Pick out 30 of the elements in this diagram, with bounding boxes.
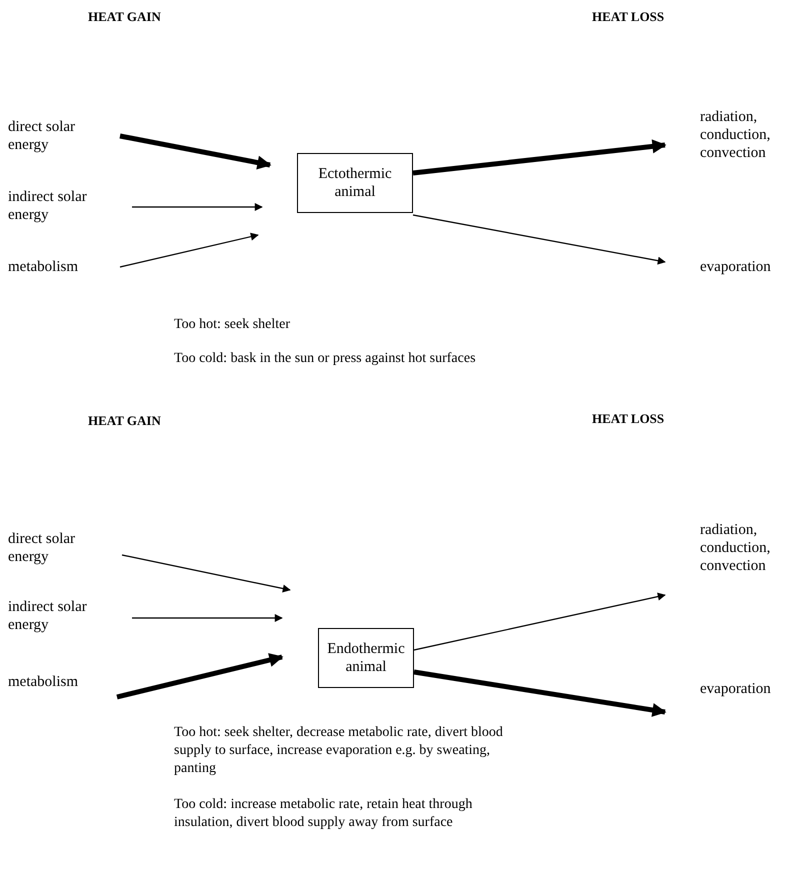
arrow: [122, 554, 291, 592]
arrow: [120, 232, 259, 268]
heat-source-label: direct solar energy: [8, 118, 113, 154]
arrow: [412, 139, 666, 176]
heat-source-label: indirect solar energy: [8, 598, 113, 634]
note-text: Too cold: increase metabolic rate, retain heat through insulation, divert blood supply away from surface: [174, 796, 474, 832]
column-heading: HEAT GAIN: [88, 412, 162, 430]
arrow: [414, 592, 666, 651]
heat-source-label: radiation, conduction, convection: [700, 108, 795, 162]
arrow: [120, 134, 272, 170]
note-text: Too hot: seek shelter, decrease metabolic rate, divert blood supply to surface, increase evaporation e.g. by sweating, panting: [174, 724, 504, 778]
arrow: [412, 214, 666, 265]
arrow: [132, 614, 283, 622]
heat-source-label: direct solar energy: [8, 530, 113, 566]
column-heading: HEAT LOSS: [592, 410, 666, 428]
heat-source-label: indirect solar energy: [8, 188, 113, 224]
heat-source-label: evaporation: [700, 258, 795, 276]
heat-source-label: evaporation: [700, 680, 795, 698]
column-heading: HEAT LOSS: [592, 8, 666, 26]
organism-box: Ectothermic animal: [297, 153, 413, 213]
arrow: [132, 203, 263, 211]
arrow: [116, 653, 284, 700]
heat-source-label: metabolism: [8, 258, 88, 276]
note-text: Too hot: seek shelter: [174, 316, 292, 334]
note-text: Too cold: bask in the sun or press against hot surfaces: [174, 350, 477, 368]
heat-source-label: radiation, conduction, convection: [700, 521, 795, 575]
organism-box: Endothermic animal: [318, 628, 414, 688]
arrow: [414, 670, 666, 717]
column-heading: HEAT GAIN: [88, 8, 162, 26]
heat-source-label: metabolism: [8, 673, 88, 691]
